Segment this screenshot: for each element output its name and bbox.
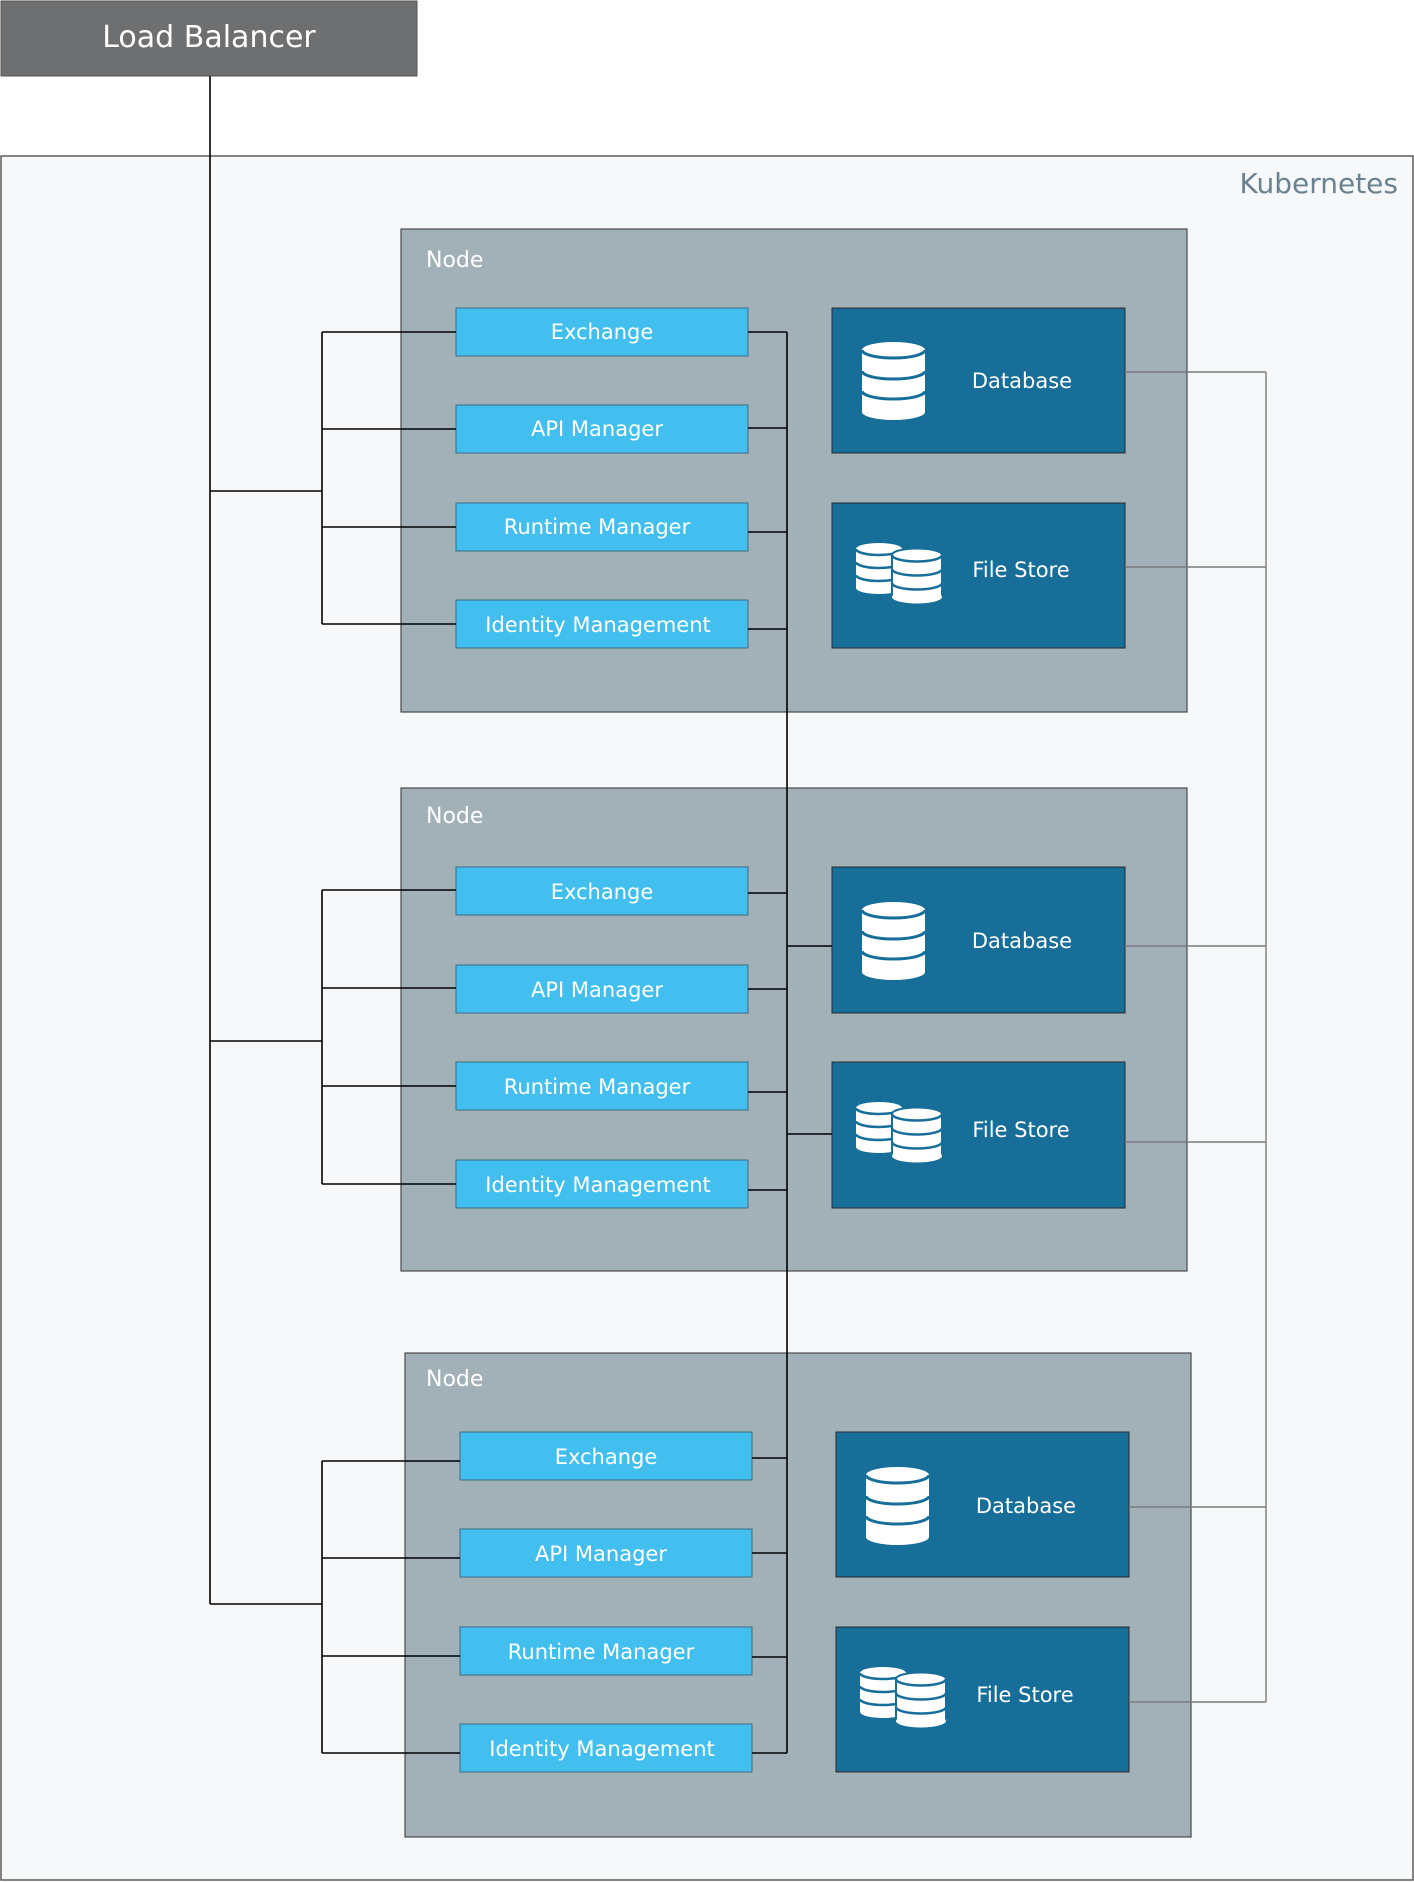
load-balancer-label: Load Balancer — [102, 20, 316, 55]
file-store-icon — [854, 1102, 944, 1163]
service-label: Exchange — [551, 320, 654, 344]
node-2: Node Exchange API Manager Runtime Manage… — [400, 787, 1188, 1272]
service-api-manager[interactable] — [459, 1528, 753, 1578]
node-label: Node — [426, 248, 483, 273]
service-label: Identity Management — [485, 613, 711, 637]
service-label: Runtime Manager — [504, 1075, 691, 1099]
node-label: Node — [426, 1367, 483, 1392]
service-label: Runtime Manager — [504, 515, 691, 539]
service-label: API Manager — [531, 417, 663, 441]
file-store-icon — [854, 543, 944, 604]
service-label: Identity Management — [485, 1173, 711, 1197]
storage-label: File Store — [972, 1118, 1069, 1142]
storage-label: File Store — [976, 1683, 1073, 1707]
file-store-icon — [858, 1667, 948, 1728]
node-1: Node Exchange API Manager Runtime Manage… — [400, 228, 1188, 713]
storage-label: File Store — [972, 558, 1069, 582]
service-runtime-manager[interactable] — [455, 1061, 749, 1111]
service-identity-management[interactable] — [459, 1723, 753, 1773]
service-label: Exchange — [551, 880, 654, 904]
node-label: Node — [426, 804, 483, 829]
service-label: Runtime Manager — [508, 1640, 695, 1664]
cluster-label: Kubernetes — [1240, 167, 1399, 200]
storage-label: Database — [972, 369, 1072, 393]
database-icon — [860, 902, 927, 980]
node-3: Node Exchange API Manager Runtime Manage… — [404, 1352, 1192, 1838]
load-balancer-connectors — [209, 76, 460, 1754]
service-label: API Manager — [535, 1542, 667, 1566]
service-exchange[interactable] — [459, 1431, 753, 1481]
service-api-manager[interactable] — [455, 964, 749, 1014]
service-api-manager[interactable] — [455, 404, 749, 454]
service-label: API Manager — [531, 978, 663, 1002]
service-exchange[interactable] — [455, 866, 749, 916]
service-label: Exchange — [555, 1445, 658, 1469]
service-identity-management[interactable] — [455, 1159, 749, 1209]
service-runtime-manager[interactable] — [459, 1626, 753, 1676]
load-balancer[interactable] — [0, 0, 418, 77]
storage-label: Database — [976, 1494, 1076, 1518]
service-runtime-manager[interactable] — [455, 502, 749, 552]
database-icon — [860, 342, 927, 420]
storage-label: Database — [972, 929, 1072, 953]
service-identity-management[interactable] — [455, 599, 749, 649]
service-exchange[interactable] — [455, 307, 749, 357]
backend-connectors — [748, 331, 832, 1754]
storage-connectors — [1125, 371, 1267, 1703]
database-icon — [864, 1467, 931, 1545]
service-label: Identity Management — [489, 1737, 715, 1761]
